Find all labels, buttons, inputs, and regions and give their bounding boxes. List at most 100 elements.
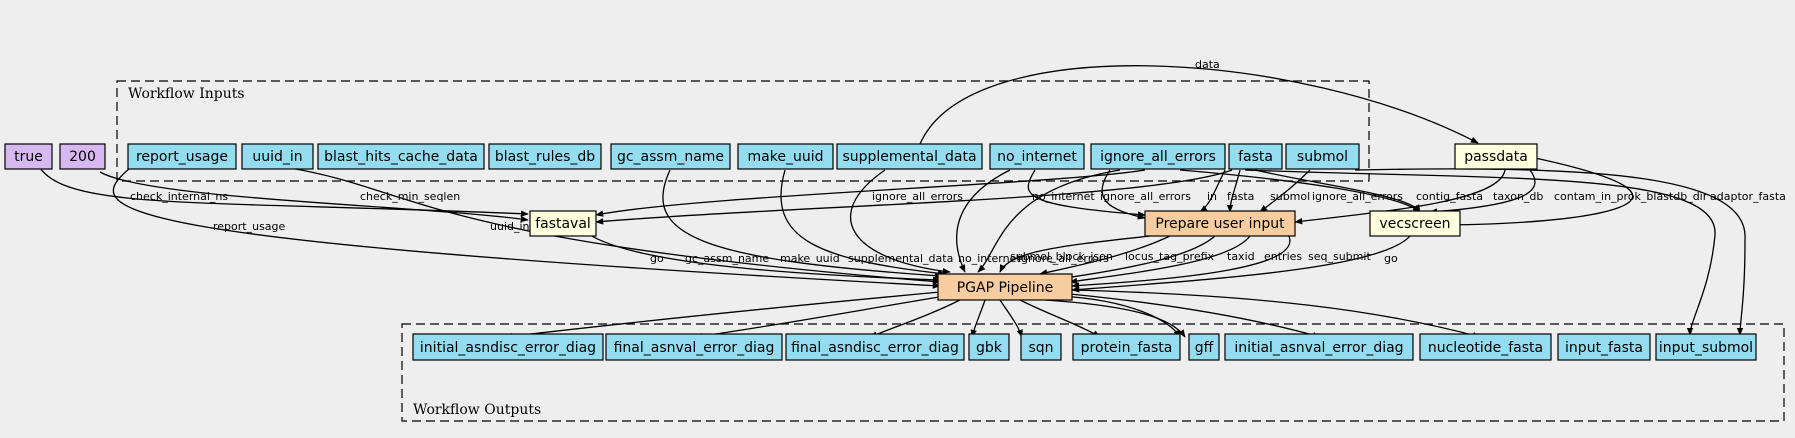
edge-report-usage-to-pgap [112,167,941,289]
edge-nointernet-to-pgap [956,169,1011,273]
node-report-usage-label: report_usage [136,149,228,165]
edge-pgap-to-final-asnval [694,295,946,340]
node-true-label: true [14,149,43,165]
node-gff[interactable]: gff [1188,333,1220,361]
edge-fasta-to-pui [1226,169,1241,213]
node-no-internet[interactable]: no_internet [989,143,1085,170]
edge-label-in: in [1207,190,1217,203]
node-fasta-label: fasta [1238,149,1273,165]
edge-fastaval-to-pgap [589,234,941,283]
edge-fasta-to-vecscreen [1254,169,1421,213]
edge-labels: data check_internal_ns check_min_seqlen … [130,58,1786,265]
node-final-asndisc-error-diag[interactable]: final_asndisc_error_diag [785,333,965,361]
node-passdata-label: passdata [1464,149,1528,165]
edge-label-data: data [1195,58,1220,71]
node-blast-rules-db[interactable]: blast_rules_db [488,143,602,170]
node-gff-label: gff [1195,340,1214,356]
edge-ignore-to-pgap [977,169,1121,273]
node-blast-hits-cache-data[interactable]: blast_hits_cache_data [317,143,485,170]
edge-label-submol-block-json: submol_block_json [1010,250,1113,263]
edge-fasta-to-pui-in [1199,169,1226,213]
edge-label-go-fv: go [650,252,664,265]
node-initial-asnval-error-diag-label: initial_asnval_error_diag [1234,340,1403,356]
edge-pgap-to-protein-fasta [1019,299,1101,338]
node-sqn-label: sqn [1028,340,1053,356]
edge-vecscreen-to-pgap [1071,235,1411,293]
node-initial-asndisc-error-diag-label: initial_asndisc_error_diag [420,340,596,356]
node-true[interactable]: true [4,143,53,170]
node-initial-asnval-error-diag[interactable]: initial_asnval_error_diag [1224,333,1414,361]
workflow-outputs-label: Workflow Outputs [413,402,541,418]
node-submol[interactable]: submol [1285,143,1360,170]
edge-pgap-to-final-asndisc [869,299,961,338]
edge-fasta-to-input-fasta [1244,169,1716,336]
node-input-submol[interactable]: input_submol [1655,333,1757,361]
edge-supplemental-to-passdata [919,65,1479,145]
edge-200-to-fastaval [99,171,529,223]
edge-label-make-uuid: make_uuid [780,252,840,265]
node-final-asnval-error-diag[interactable]: final_asnval_error_diag [605,333,783,361]
node-gc-assm-name[interactable]: gc_assm_name [610,143,731,170]
node-gbk-label: gbk [976,340,1003,356]
node-gc-assm-name-label: gc_assm_name [617,149,724,165]
node-gbk[interactable]: gbk [968,333,1010,361]
edge-pgap-to-gbk [970,299,986,338]
node-pgap-pipeline[interactable]: PGAP Pipeline [937,273,1073,301]
edge-label-report-usage: report_usage [213,220,286,233]
edge-label-ignore-all-errors-fv: ignore_all_errors [872,190,963,203]
node-fasta[interactable]: fasta [1228,143,1283,170]
edge-fasta-to-fastaval [595,169,1233,225]
edge-label-go-vs: go [1384,252,1398,265]
workflow-outputs-cluster [401,323,1785,422]
node-uuid-in-label: uuid_in [252,149,302,165]
edge-ignore-to-pui [1101,169,1146,220]
node-ignore-all-errors[interactable]: ignore_all_errors [1090,143,1226,170]
edge-label-ignore-all-errors-pgap: ignore_all_errors [1018,252,1109,265]
node-supplemental-data-label: supplemental_data [842,149,976,165]
edge-label-fasta: fasta [1227,190,1254,203]
edge-label-check-internal-ns: check_internal_ns [130,190,228,203]
edge-uuid-to-pgap [289,167,941,285]
edge-label-no-internet-pgap: no_internet [958,252,1021,265]
node-pgap-pipeline-label: PGAP Pipeline [957,280,1054,296]
workflow-inputs-label: Workflow Inputs [128,86,245,102]
node-sqn[interactable]: sqn [1020,333,1062,361]
node-final-asndisc-error-diag-label: final_asndisc_error_diag [791,340,959,356]
edge-ignore-to-vecscreen [1179,169,1421,213]
edge-makeuuid-to-pgap [780,169,946,277]
node-passdata[interactable]: passdata [1454,143,1538,170]
node-prepare-user-input[interactable]: Prepare user input [1144,210,1296,237]
edge-label-supplemental-data: supplemental_data [848,252,953,265]
node-nucleotide-fasta[interactable]: nucleotide_fasta [1419,333,1552,361]
node-prepare-user-input-label: Prepare user input [1155,216,1285,232]
node-vecscreen[interactable]: vecscreen [1369,210,1461,237]
node-input-submol-label: input_submol [1659,340,1753,356]
edge-label-taxid: taxid [1227,250,1255,263]
node-make-uuid[interactable]: make_uuid [737,143,834,170]
node-supplemental-data[interactable]: supplemental_data [836,143,983,170]
edge-pui-to-pgap-4 [1069,235,1251,285]
edge-label-contam-in-prok-blastdb-dir: contam_in_prok_blastdb_dir [1554,190,1708,203]
node-protein-fasta[interactable]: protein_fasta [1072,333,1181,361]
node-make-uuid-label: make_uuid [748,149,824,165]
node-report-usage[interactable]: report_usage [127,143,237,170]
edge-label-uuid-in: uuid_in [490,220,530,233]
edge-label-no-internet-pui: no_internet [1032,190,1095,203]
node-200[interactable]: 200 [59,143,106,170]
node-input-fasta[interactable]: input_fasta [1557,333,1651,361]
node-fastaval[interactable]: fastaval [529,210,597,237]
node-200-label: 200 [69,149,96,165]
edge-pui-to-pgap-5 [1071,229,1291,289]
edge-pui-to-pgap-2 [1039,235,1171,276]
edge-label-locus-tag-prefix: locus_tag_prefix [1125,250,1215,263]
node-ignore-all-errors-label: ignore_all_errors [1100,149,1216,165]
edge-label-taxon-db: taxon_db [1493,190,1543,203]
node-uuid-in[interactable]: uuid_in [241,143,314,170]
node-initial-asndisc-error-diag[interactable]: initial_asndisc_error_diag [412,333,604,361]
node-protein-fasta-label: protein_fasta [1081,340,1173,356]
edge-pui-to-pgap-1 [999,235,1151,273]
edge-label-submol: submol [1270,190,1310,203]
workflow-inputs-cluster [116,80,1370,182]
edge-pgap-to-initial-asnval [1069,293,1321,339]
